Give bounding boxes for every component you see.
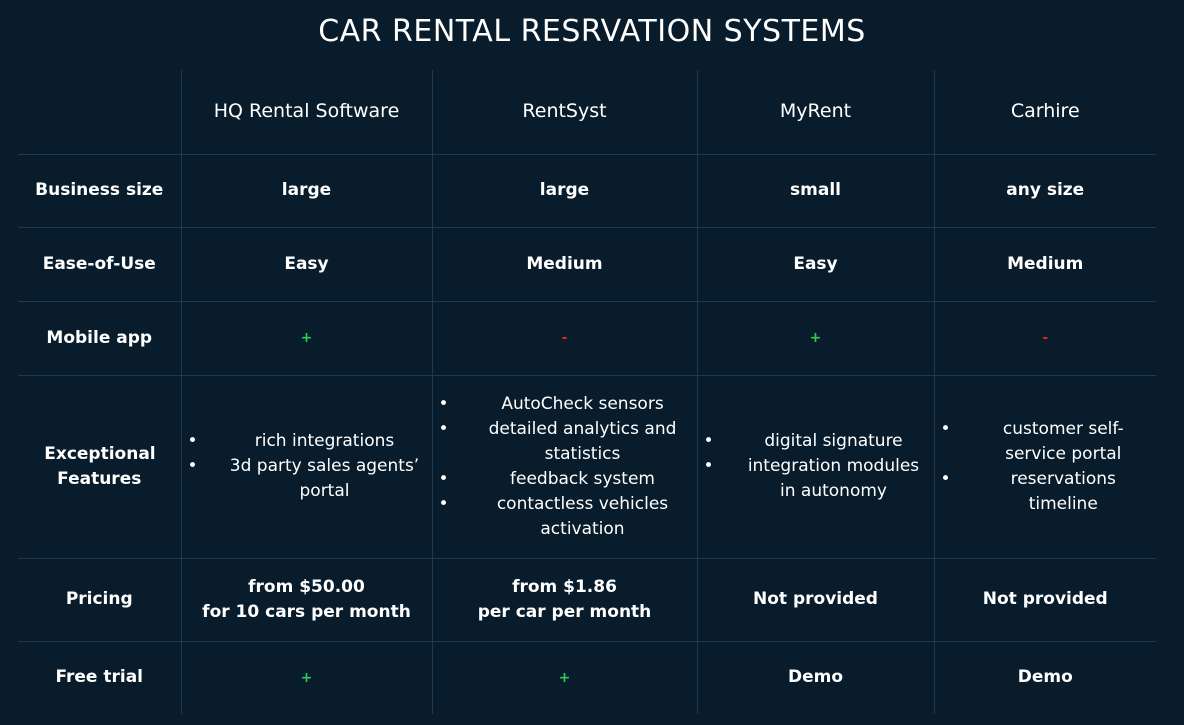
pricing-line: Not provided: [982, 589, 1108, 609]
mobile-app-cell: +: [697, 301, 935, 376]
table-row-ease-of-use: Ease-of-Use Easy Medium Easy Medium: [18, 227, 1156, 302]
features-cell: rich integrations 3d party sales agents’…: [181, 375, 433, 559]
feature-item: AutoCheck sensors: [439, 392, 691, 417]
feature-item: integration modules in autonomy: [704, 454, 928, 504]
row-label-mobile-app: Mobile app: [18, 301, 182, 376]
feature-item: digital signature: [704, 429, 928, 454]
minus-mark: -: [561, 330, 568, 346]
table-row-pricing: Pricing from $50.00 for 10 cars per mont…: [18, 558, 1156, 642]
column-header-hq-rental: HQ Rental Software: [181, 70, 433, 155]
page-title: CAR RENTAL RESRVATION SYSTEMS: [318, 14, 866, 49]
business-size-cell: small: [697, 154, 935, 228]
row-label-ease-of-use: Ease-of-Use: [18, 227, 182, 302]
column-header-myrent: MyRent: [697, 70, 935, 155]
row-label-features-text: Exceptional Features: [44, 443, 156, 489]
header-row: HQ Rental Software RentSyst MyRent Carhi…: [18, 70, 1156, 155]
plus-mark: +: [300, 330, 313, 346]
row-label-business-size: Business size: [18, 154, 182, 228]
ease-rating-cell: Medium: [934, 227, 1156, 302]
plus-mark: +: [809, 330, 822, 346]
pricing-cell: from $50.00 for 10 cars per month: [181, 558, 433, 642]
business-size-cell: any size: [934, 154, 1156, 228]
table-row-business-size: Business size large large small any size: [18, 154, 1156, 228]
feature-item: feedback system: [439, 467, 691, 492]
pricing-line: from $1.86: [512, 576, 617, 597]
free-trial-cell: +: [432, 641, 698, 714]
free-trial-cell: Demo: [1017, 667, 1073, 688]
feature-item: detailed analytics and statistics: [439, 417, 691, 467]
business-size-cell: large: [181, 154, 433, 228]
pricing-line: Not provided: [753, 589, 878, 609]
pricing-line: from $50.00: [248, 576, 365, 597]
features-cell: digital signature integration modules in…: [697, 375, 935, 559]
business-size-cell: large: [432, 154, 698, 228]
table-row-mobile-app: Mobile app + - + -: [18, 301, 1156, 376]
free-trial-cell: Demo: [697, 641, 935, 714]
features-cell: AutoCheck sensors detailed analytics and…: [432, 375, 698, 559]
mobile-app-cell: +: [181, 301, 433, 376]
ease-rating-cell: Easy: [697, 227, 935, 302]
column-header-rentsyst: RentSyst: [432, 70, 698, 155]
plus-mark: +: [558, 669, 571, 686]
table-row-features: Exceptional Features rich integrations 3…: [18, 375, 1156, 559]
free-trial-cell: +: [181, 641, 433, 714]
row-label-pricing: Pricing: [18, 558, 182, 642]
plus-mark: +: [300, 669, 313, 686]
feature-item: rich integrations: [188, 429, 426, 454]
pricing-cell: Not provided: [697, 558, 935, 642]
ease-rating-cell: Medium: [432, 227, 698, 302]
pricing-line: per car per month: [477, 601, 652, 622]
mobile-app-cell: -: [934, 301, 1156, 376]
feature-item: contactless vehicles activation: [439, 492, 691, 542]
row-label-features: Exceptional Features: [18, 375, 182, 559]
pricing-cell: Not provided: [934, 558, 1156, 642]
feature-item: reservations timeline: [941, 467, 1151, 517]
row-label-free-trial: Free trial: [18, 641, 182, 714]
comparison-table: HQ Rental Software RentSyst MyRent Carhi…: [18, 70, 1156, 714]
features-cell: customer self-service portal reservation…: [934, 375, 1156, 559]
feature-item: 3d party sales agents’ portal: [188, 454, 426, 504]
header-corner: [18, 70, 182, 155]
mobile-app-cell: -: [432, 301, 698, 376]
minus-mark: -: [1042, 330, 1049, 346]
pricing-line: for 10 cars per month: [202, 601, 411, 622]
feature-item: customer self-service portal: [941, 417, 1151, 467]
pricing-cell: from $1.86 per car per month: [432, 558, 698, 642]
ease-rating-cell: Easy: [181, 227, 433, 302]
column-header-carhire: Carhire: [934, 70, 1156, 155]
table-row-free-trial: Free trial + + Demo Demo: [18, 641, 1156, 714]
